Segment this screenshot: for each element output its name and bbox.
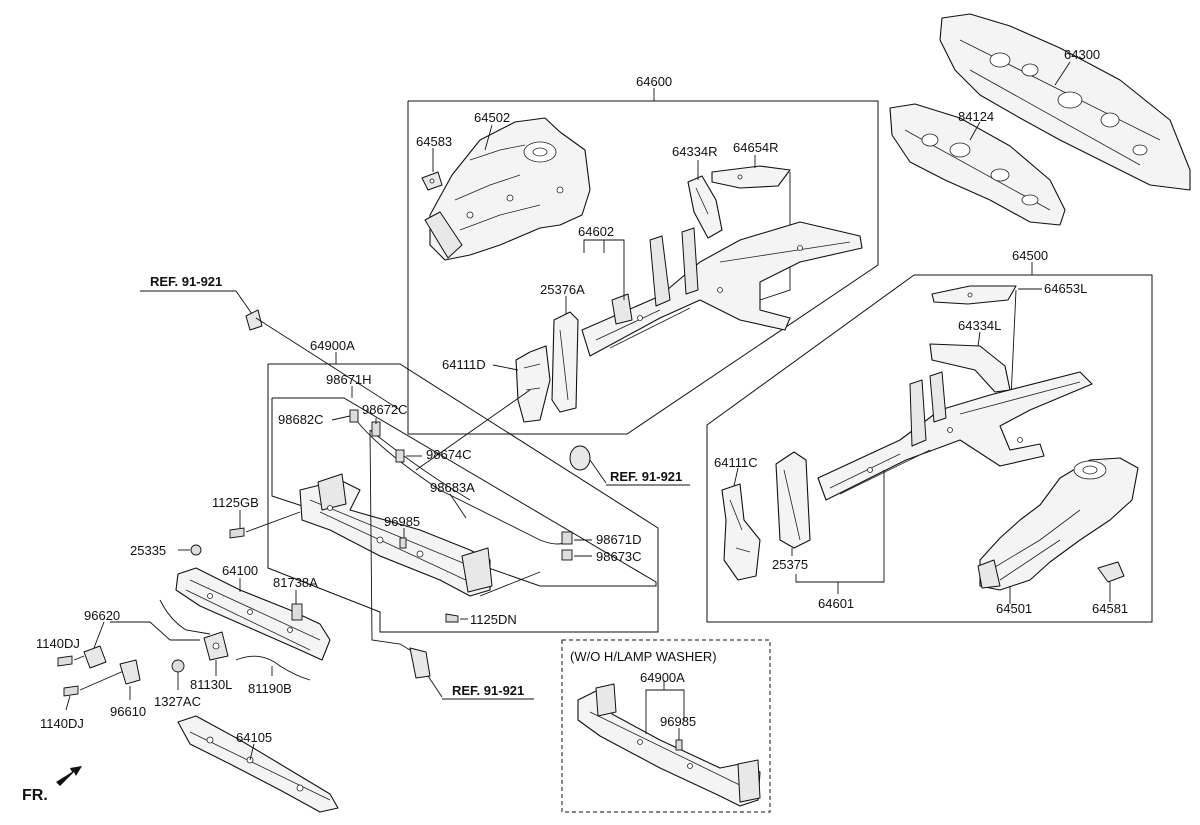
label-1140DJ-a: 1140DJ [36,636,80,651]
part-96620-horn [83,645,107,669]
label-64334R: 64334R [672,144,718,159]
ref-91-921-mid: REF. 91-921 [569,445,690,486]
part-64300-dash-panel [939,13,1191,191]
part-64105-stay [177,715,339,813]
part-bumper-carrier [299,473,493,597]
part-81738A [291,603,303,621]
label-98674C: 98674C [426,447,472,462]
label-64111D: 64111D [442,357,486,372]
part-1140DJ-bolt-b [63,685,79,697]
part-64334R [687,175,723,239]
group-64900A: 64900A 98671H 98682C 98672C [267,338,659,633]
part-64602-side-member [581,221,863,357]
label-64602: 64602 [578,224,614,239]
label-64583: 64583 [416,134,452,149]
ref-91-921-top: REF. 91-921 [140,274,401,411]
part-64111C [721,483,761,581]
label-1140DJ-b: 1140DJ [40,716,84,731]
label-64653L: 64653L [1044,281,1087,296]
label-81738A: 81738A [273,575,318,590]
label-96985: 96985 [384,514,420,529]
label-64600: 64600 [636,74,672,89]
ref-91-921-low: REF. 91-921 [369,429,534,700]
front-direction-indicator: FR. [22,766,82,804]
part-98674C-clip [395,449,405,463]
part-64601-side-member [817,371,1093,501]
label-64601: 64601 [818,596,854,611]
label-25376A: 25376A [540,282,585,297]
label-64900A: 64900A [310,338,355,353]
label-84124: 84124 [958,109,994,124]
label-98671D: 98671D [596,532,642,547]
part-1125GB-bolt [229,527,245,539]
ref-label-low: REF. 91-921 [452,683,524,698]
part-64653L [931,285,1017,305]
part-96985-b-bolt [675,739,683,751]
label-1125DN: 1125DN [470,612,517,627]
group-wo-headlamp-washer: (W/O H/LAMP WASHER) 64900A 96985 [561,639,771,813]
label-64502: 64502 [474,110,510,125]
part-96610-horn [119,659,141,685]
front-arrow-icon [56,766,82,786]
label-96620: 96620 [84,608,120,623]
part-98672C-nozzle [371,421,381,437]
label-98673C: 98673C [596,549,642,564]
label-64654R: 64654R [733,140,779,155]
label-64581: 64581 [1092,601,1128,616]
part-84124-insulator [889,103,1066,226]
label-81190B: 81190B [248,681,292,696]
label-96610: 96610 [110,704,146,719]
label-98683A: 98683A [430,480,475,495]
part-1125DN-bolt [445,613,459,623]
label-64900A-b: 64900A [640,670,685,685]
part-1140DJ-bolt-a [57,655,73,667]
group-64600: 64600 64502 64583 64334R [407,74,879,435]
part-64583-bracket [421,171,443,191]
label-81130L: 81130L [190,677,232,692]
part-96985-bolt [399,537,407,549]
part-25375 [775,451,811,549]
label-64500: 64500 [1012,248,1048,263]
part-98682C-connector [349,409,359,423]
part-64111D [515,345,551,423]
front-label: FR. [22,787,48,804]
wo-washer-note: (W/O H/LAMP WASHER) [570,649,717,664]
label-98671H: 98671H [326,372,372,387]
label-96985-b: 96985 [660,714,696,729]
label-25335: 25335 [130,543,166,558]
label-1125GB: 1125GB [212,495,259,510]
label-1327AC: 1327AC [154,694,201,709]
ref-label-top: REF. 91-921 [150,274,222,289]
part-64502-wheelhouse [424,117,591,261]
label-64111C: 64111C [714,455,758,470]
part-64334L [929,343,1011,393]
part-64501-wheelhouse [977,457,1139,591]
part-64654R [711,165,791,189]
label-64105: 64105 [236,730,272,745]
part-25335-nut [190,544,202,556]
part-1327AC-nut [171,659,185,673]
label-64100: 64100 [222,563,258,578]
label-98682C: 98682C [278,412,324,427]
part-98671D-nozzle [561,531,573,545]
group-64500: 64500 64653L 64334L [706,248,1153,623]
part-25376A [551,311,579,413]
label-98672C: 98672C [362,402,408,417]
label-64300: 64300 [1064,47,1100,62]
part-64100-lower-member [175,567,331,661]
part-64900A-wo-washer [577,683,761,807]
ref-label-mid: REF. 91-921 [610,469,682,484]
label-64334L: 64334L [958,318,1001,333]
part-81130L-latch [203,631,229,661]
part-64581 [1097,561,1125,583]
part-98673C-clip [561,549,573,561]
label-25375: 25375 [772,557,808,572]
label-64501: 64501 [996,601,1032,616]
